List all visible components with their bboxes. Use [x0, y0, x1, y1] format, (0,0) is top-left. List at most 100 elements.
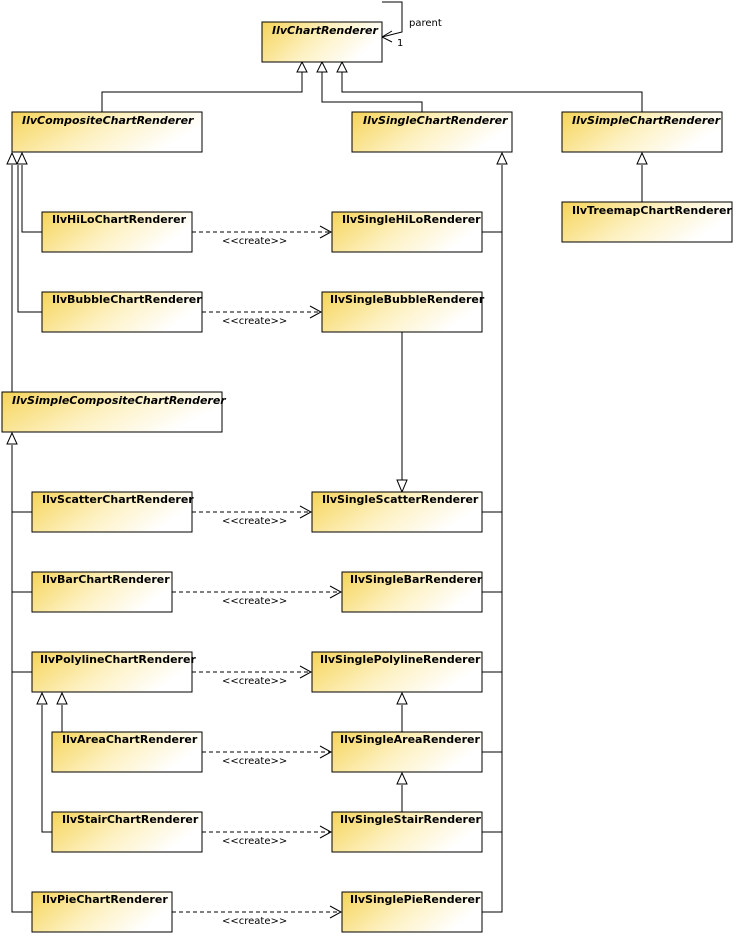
class-name: IlvSingleChartRenderer	[363, 114, 508, 127]
parent-association-line	[381, 1, 403, 38]
class-ilv-chart-renderer: IlvChartRenderer	[261, 21, 383, 63]
gen-bubble-to-composite	[17, 165, 42, 313]
class-name: IlvSingleScatterRenderer	[322, 493, 479, 506]
create-label: <<create>>	[222, 236, 287, 247]
class-name: IlvSinglePieRenderer	[350, 893, 481, 906]
create-arrowhead	[309, 305, 323, 319]
class-box	[41, 211, 193, 253]
class-box	[351, 111, 513, 153]
gen-singles-to-single	[482, 165, 503, 913]
class-box	[331, 811, 483, 853]
class-name: IlvSinglePolylineRenderer	[320, 653, 481, 666]
triangle-head	[6, 431, 18, 445]
class-name: IlvCompositeChartRenderer	[22, 114, 194, 127]
create-dependencies: <<create>> <<create>> <<create>> <<creat…	[172, 225, 343, 927]
class-box	[331, 731, 483, 773]
class-box	[41, 291, 203, 333]
gen-single-to-chart	[321, 72, 423, 112]
class-ilv-bar-chart-renderer: IlvBarChartRenderer	[31, 571, 173, 613]
create-arrowhead	[299, 505, 313, 519]
class-box	[311, 491, 483, 533]
class-ilv-scatter-chart-renderer: IlvScatterChartRenderer	[31, 491, 194, 533]
triangle-head	[6, 151, 18, 165]
create-label: <<create>>	[222, 316, 287, 327]
gen-composites-to-simplecomposite	[11, 445, 32, 913]
triangle-head	[16, 151, 28, 165]
class-box	[341, 891, 483, 933]
class-ilv-single-bubble-renderer: IlvSingleBubbleRenderer	[321, 291, 485, 333]
class-name: IlvPolylineChartRenderer	[40, 653, 196, 666]
triangle-head	[496, 151, 508, 165]
class-name: IlvBubbleChartRenderer	[52, 293, 202, 306]
class-box	[11, 111, 203, 153]
class-box	[31, 891, 173, 933]
class-box	[341, 571, 483, 613]
create-arrowhead	[319, 225, 333, 239]
class-box	[261, 21, 383, 63]
gen-stair-to-polyline	[41, 705, 52, 833]
triangle-head	[296, 60, 308, 73]
class-name: IlvSingleHiLoRenderer	[342, 213, 481, 226]
class-ilv-hilo-chart-renderer: IlvHiLoChartRenderer	[41, 211, 193, 253]
gen-composite-to-chart	[101, 72, 303, 112]
class-name: IlvSingleStairRenderer	[340, 813, 481, 826]
class-ilv-single-area-renderer: IlvSingleAreaRenderer	[331, 731, 483, 773]
class-name: IlvSingleBarRenderer	[350, 573, 483, 586]
class-ilv-polyline-chart-renderer: IlvPolylineChartRenderer	[31, 651, 196, 693]
class-box	[561, 111, 723, 153]
class-name: IlvSingleBubbleRenderer	[330, 293, 485, 306]
class-name: IlvScatterChartRenderer	[42, 493, 194, 506]
triangle-head	[316, 60, 328, 73]
class-box	[331, 211, 483, 253]
create-label: <<create>>	[222, 836, 287, 847]
triangle-head	[396, 691, 408, 705]
class-box	[321, 291, 483, 333]
create-label: <<create>>	[222, 516, 287, 527]
create-arrowhead	[329, 905, 343, 919]
class-box	[51, 731, 203, 773]
class-ilv-simple-composite-chart-renderer: IlvSimpleCompositeChartRenderer	[1, 391, 226, 433]
class-ilv-stair-chart-renderer: IlvStairChartRenderer	[51, 811, 203, 853]
class-name: IlvBarChartRenderer	[42, 573, 170, 586]
create-label: <<create>>	[222, 596, 287, 607]
class-name: IlvHiLoChartRenderer	[52, 213, 187, 226]
class-box	[1, 391, 223, 433]
class-name: IlvChartRenderer	[272, 24, 378, 37]
create-arrowhead	[299, 665, 313, 679]
class-ilv-treemap-chart-renderer: IlvTreemapChartRenderer	[561, 201, 733, 243]
create-arrowhead	[319, 745, 333, 759]
class-ilv-single-stair-renderer: IlvSingleStairRenderer	[331, 811, 483, 853]
class-name: IlvSingleAreaRenderer	[340, 733, 480, 746]
create-arrowhead	[319, 825, 333, 839]
class-ilv-area-chart-renderer: IlvAreaChartRenderer	[51, 731, 203, 773]
class-ilv-single-bar-renderer: IlvSingleBarRenderer	[341, 571, 483, 613]
class-name: IlvSimpleCompositeChartRenderer	[12, 394, 226, 407]
class-name: IlvPieChartRenderer	[42, 893, 168, 906]
create-label: <<create>>	[222, 756, 287, 767]
triangle-head	[636, 151, 648, 165]
parent-role-label: parent	[409, 18, 442, 29]
class-ilv-pie-chart-renderer: IlvPieChartRenderer	[31, 891, 173, 933]
class-name: IlvAreaChartRenderer	[62, 733, 198, 746]
class-ilv-simple-chart-renderer: IlvSimpleChartRenderer	[561, 111, 723, 153]
class-name: IlvSimpleChartRenderer	[572, 114, 721, 127]
class-box	[31, 571, 173, 613]
self-association: parent 1	[380, 1, 442, 49]
class-box	[51, 811, 203, 853]
generalization-lines	[11, 72, 643, 913]
class-ilv-single-scatter-renderer: IlvSingleScatterRenderer	[311, 491, 483, 533]
parent-multiplicity-label: 1	[397, 38, 403, 49]
class-box	[311, 651, 483, 693]
class-ilv-single-hilo-renderer: IlvSingleHiLoRenderer	[331, 211, 483, 253]
gen-hilo-to-composite	[21, 165, 42, 233]
class-box	[561, 201, 733, 243]
triangle-head	[336, 60, 348, 73]
class-box	[31, 651, 193, 693]
class-ilv-single-polyline-renderer: IlvSinglePolylineRenderer	[311, 651, 483, 693]
create-label: <<create>>	[222, 676, 287, 687]
class-ilv-bubble-chart-renderer: IlvBubbleChartRenderer	[41, 291, 203, 333]
class-box	[31, 491, 193, 533]
class-ilv-single-pie-renderer: IlvSinglePieRenderer	[341, 891, 483, 933]
triangle-head	[36, 691, 48, 705]
